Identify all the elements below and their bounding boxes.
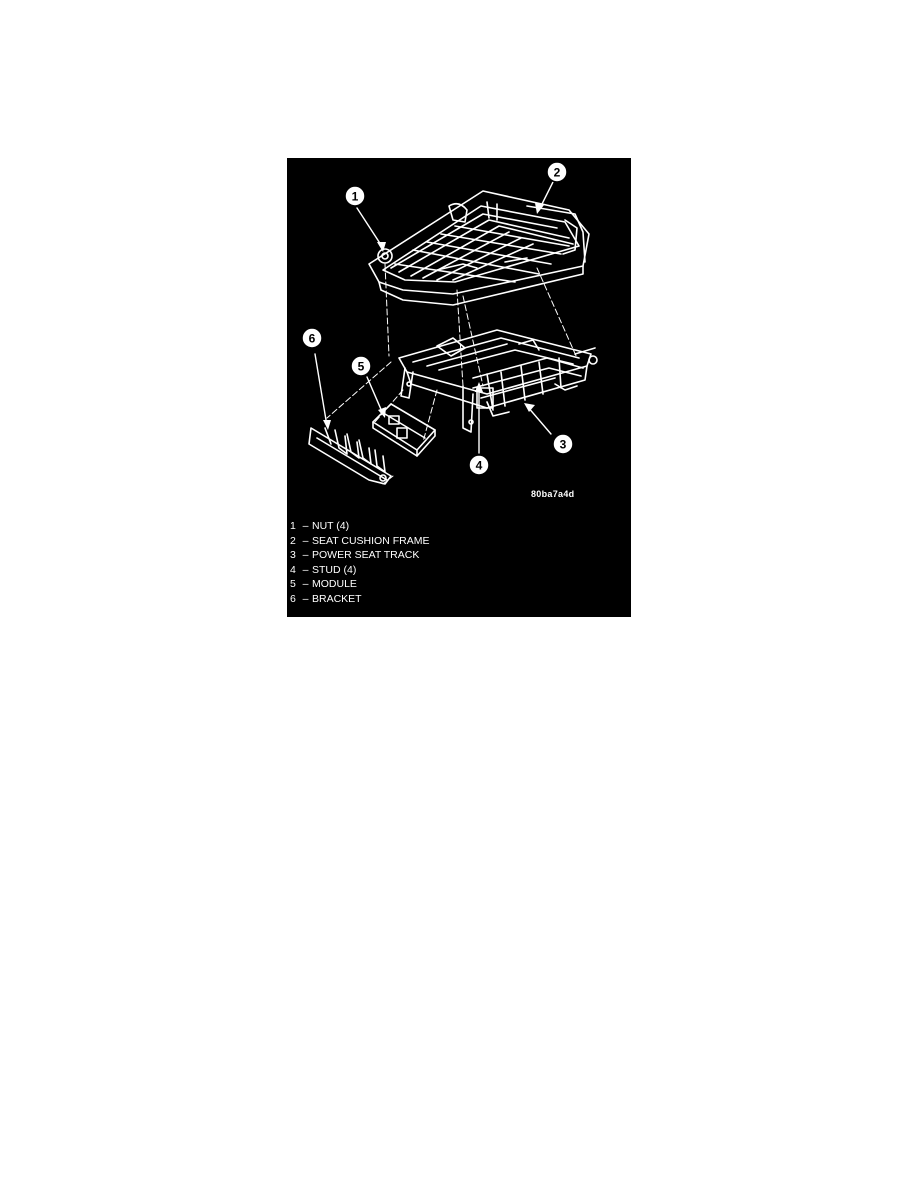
legend-label: NUT (4) [312,520,350,532]
callout-6: 6 [301,327,323,349]
callout-3: 3 [552,433,574,455]
legend-item: 5–MODULE [290,577,429,592]
legend-item: 3–POWER SEAT TRACK [290,548,429,563]
callout-5-label: 5 [358,360,365,374]
legend-number: 3 [290,549,296,561]
exploded-view-figure: 1 2 3 4 5 6 80ba7a4d 1–NUT (4) 2–SEAT CU… [287,158,631,617]
legend-dash: – [302,563,309,576]
seat-assembly-drawing: 1 2 3 4 5 6 [301,161,598,485]
callout-5: 5 [350,355,372,377]
callout-3-label: 3 [560,438,567,452]
legend-label: BRACKET [312,592,362,605]
legend-dash: – [302,520,309,532]
legend-dash: – [302,578,309,590]
legend-label: MODULE [312,578,357,590]
legend-dash: – [302,534,309,547]
legend-label: STUD (4) [312,563,357,576]
callout-1-label: 1 [352,190,359,204]
figure-reference-code: 80ba7a4d [531,489,575,499]
callout-2: 2 [546,161,568,183]
bracket [308,427,392,485]
callout-1: 1 [344,185,366,207]
callout-2-label: 2 [554,166,561,180]
callout-4-label: 4 [476,459,483,473]
legend-item: 2–SEAT CUSHION FRAME [290,534,429,549]
legend-dash: – [302,592,309,605]
legend-number: 1 [290,520,296,532]
legend-item: 6–BRACKET [290,592,429,607]
seat-cushion-frame [368,190,590,306]
legend-number: 2 [290,534,296,547]
callout-4: 4 [468,454,490,476]
power-seat-track [398,329,598,433]
legend-label: SEAT CUSHION FRAME [312,534,430,547]
parts-legend: 1–NUT (4) 2–SEAT CUSHION FRAME 3–POWER S… [290,519,429,606]
legend-dash: – [302,549,309,561]
legend-number: 6 [290,592,296,605]
module [372,403,436,457]
legend-number: 4 [290,563,296,576]
legend-item: 1–NUT (4) [290,519,429,534]
legend-label: POWER SEAT TRACK [312,549,420,561]
callout-6-label: 6 [309,332,316,346]
legend-number: 5 [290,578,296,590]
legend-item: 4–STUD (4) [290,563,429,578]
